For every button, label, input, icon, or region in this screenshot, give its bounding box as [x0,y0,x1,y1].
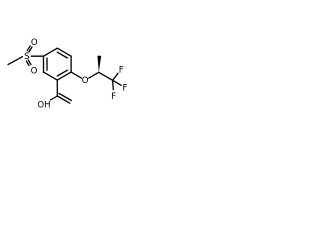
stereo-wedge-bond [97,55,102,73]
molecule-canvas: S O O O OH F F F [0,0,152,152]
atom-ether-oxygen: O [82,76,89,86]
atom-sulfonyl-oxygen-bottom: O [31,67,38,77]
atom-labels: S O O O OH F F F [24,38,127,111]
bond-c-oh [49,95,58,101]
atom-sulfonyl-oxygen-top: O [31,38,38,48]
bond-s-o-top-1 [26,45,31,52]
bond-s-o-bottom-2 [27,59,32,66]
atom-sulfur: S [24,52,29,62]
atom-fluorine-bottom: F [111,92,116,102]
atom-fluorine-top: F [119,66,124,76]
bond-lines [7,45,122,104]
ring-double-1 [56,51,69,59]
ring-bond-4 [56,71,72,81]
ring-bond-2 [56,47,72,57]
ring-double-2 [56,69,69,77]
atom-fluorine-right: F [123,83,128,93]
atom-hydroxyl: OH [37,101,50,111]
ring-bond-5 [42,71,58,81]
bond-s-o-bottom-1 [25,60,30,67]
bond-carbonyl-1 [56,95,71,104]
chemical-structure: S O O O OH F F F [7,38,128,111]
ring-bond-1 [42,47,58,57]
bond-ether-o-ch [88,71,100,79]
bond-c-f-bottom [111,79,114,91]
bond-s-o-top-2 [28,46,33,53]
bond-ring-ether-o [70,71,83,79]
bond-ch-cf3 [98,71,114,81]
bond-c-f-right [111,79,122,86]
bond-methyl-s [7,56,24,66]
bond-c-f-top [111,72,119,81]
bond-carbonyl-2 [58,92,73,102]
